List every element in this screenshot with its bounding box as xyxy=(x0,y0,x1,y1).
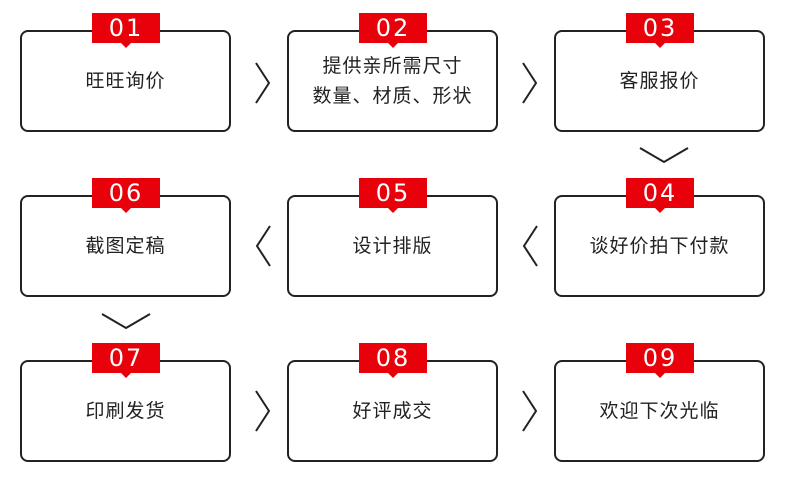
chevron-right-icon xyxy=(254,389,272,433)
step-8-number-badge: 08 xyxy=(359,343,427,378)
chevron-right-icon xyxy=(254,61,272,105)
step-6-label: 截图定稿 xyxy=(85,235,166,257)
step-3-number-badge: 03 xyxy=(626,13,694,48)
step-2-label: 提供亲所需尺寸 数量、材质、形状 xyxy=(312,55,473,107)
step-7-number-badge: 07 xyxy=(92,343,160,378)
chevron-left-icon xyxy=(254,224,272,268)
chevron-left-icon xyxy=(521,224,539,268)
step-5-label: 设计排版 xyxy=(352,235,433,257)
step-9-number-badge: 09 xyxy=(626,343,694,378)
step-5-number-badge: 05 xyxy=(359,178,427,213)
step-2-number-badge: 02 xyxy=(359,13,427,48)
chevron-right-icon xyxy=(521,61,539,105)
step-8-label: 好评成交 xyxy=(352,400,433,422)
step-2-box: 提供亲所需尺寸 数量、材质、形状 xyxy=(287,30,498,132)
step-6-number-badge: 06 xyxy=(92,178,160,213)
step-3-label: 客服报价 xyxy=(619,70,700,92)
step-4-label: 谈好价拍下付款 xyxy=(589,235,730,257)
step-4-number-badge: 04 xyxy=(626,178,694,213)
step-1-number-badge: 01 xyxy=(92,13,160,48)
chevron-down-icon xyxy=(638,145,690,165)
chevron-down-icon xyxy=(100,311,152,331)
step-1-label: 旺旺询价 xyxy=(85,70,166,92)
step-7-label: 印刷发货 xyxy=(85,400,166,422)
chevron-right-icon xyxy=(521,389,539,433)
step-9-label: 欢迎下次光临 xyxy=(599,400,720,422)
